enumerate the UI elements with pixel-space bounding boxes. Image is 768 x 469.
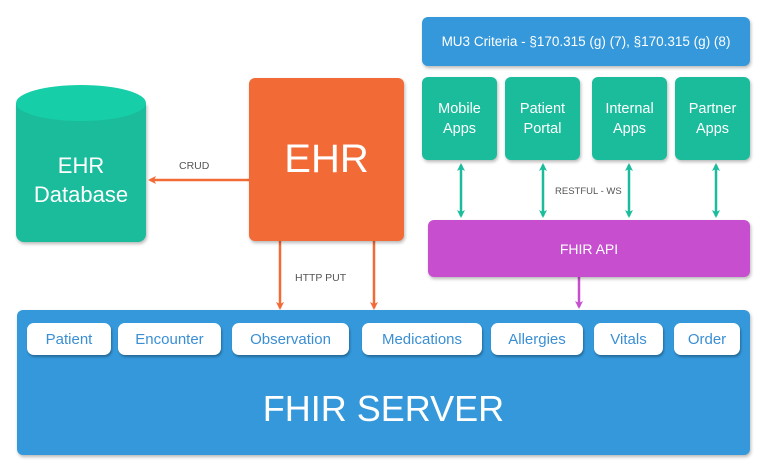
resource-chip-medications[interactable]: Medications [362,323,482,355]
app-partner-apps[interactable]: Partner Apps [675,77,750,160]
resource-chip-order[interactable]: Order [674,323,740,355]
fhir-api-label: FHIR API [559,240,619,257]
app-mobile-apps[interactable]: Mobile Apps [422,77,497,160]
app-label: Patient Portal [519,100,566,137]
resource-chip-encounter[interactable]: Encounter [118,323,221,355]
http-put-label: HTTP PUT [295,272,347,284]
ehr-label: EHR [284,137,369,181]
fhir-server-title: FHIR SERVER [262,388,505,429]
app-label: Mobile Apps [438,100,481,137]
app-label: Internal Apps [605,100,654,137]
fhir-server[interactable]: Patient Encounter Observation Medication… [17,310,750,455]
crud-label: CRUD [179,160,210,172]
ehr-node[interactable]: EHR [249,78,404,241]
app-patient-portal[interactable]: Patient Portal [505,77,580,160]
resource-chip-vitals[interactable]: Vitals [594,323,663,355]
resource-chip-observation[interactable]: Observation [232,323,349,355]
app-internal-apps[interactable]: Internal Apps [592,77,667,160]
resource-chip-patient[interactable]: Patient [27,323,111,355]
mu3-criteria-banner[interactable]: MU3 Criteria - §170.315 (g) (7), §170.31… [422,17,750,66]
database-cylinder-top [16,85,146,121]
restful-label: RESTFUL - WS [555,186,622,197]
database-label: EHR Database [33,153,129,207]
mu3-criteria-label: MU3 Criteria - §170.315 (g) (7), §170.31… [441,34,731,49]
fhir-api-node[interactable]: FHIR API [428,220,750,277]
app-label: Partner Apps [688,100,737,137]
ehr-database[interactable]: EHR Database [16,85,146,242]
database-cylinder-body [16,103,146,242]
resource-chip-allergies[interactable]: Allergies [491,323,583,355]
